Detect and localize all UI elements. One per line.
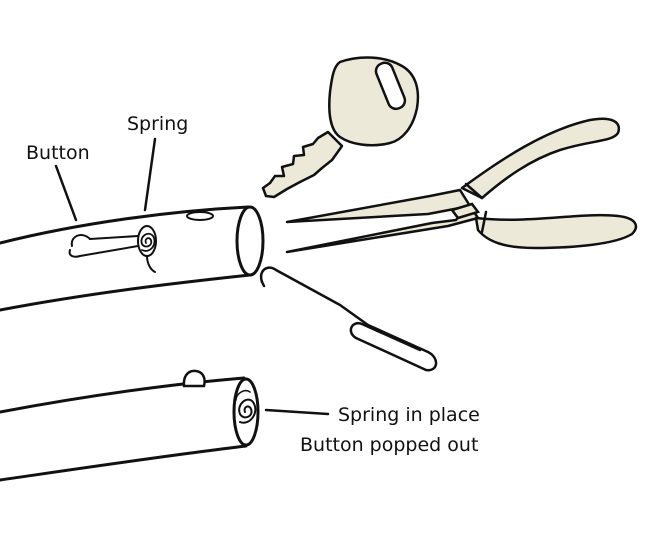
upper-tube-button-hole (186, 211, 214, 221)
internal-spring (137, 225, 157, 273)
upper-tube-opening (235, 205, 265, 277)
pliers-icon (285, 117, 638, 254)
button-label: Button (26, 142, 90, 164)
upper-tube (0, 205, 265, 312)
popped-out-button (182, 369, 206, 388)
spring-in-place-icon (235, 389, 257, 424)
spring-in-place-label: Spring in place (338, 404, 480, 426)
key-icon (261, 56, 420, 199)
spring-in-place-leader-line (264, 408, 330, 416)
button-popped-out-label: Button popped out (300, 434, 478, 456)
paper-clip-icon (259, 266, 438, 372)
button-clip (68, 234, 139, 258)
key-slot (374, 61, 407, 111)
spring-leader-line (143, 137, 157, 212)
lower-tube (0, 369, 260, 482)
spring-label: Spring (127, 113, 188, 135)
button-leader-line (54, 164, 78, 222)
